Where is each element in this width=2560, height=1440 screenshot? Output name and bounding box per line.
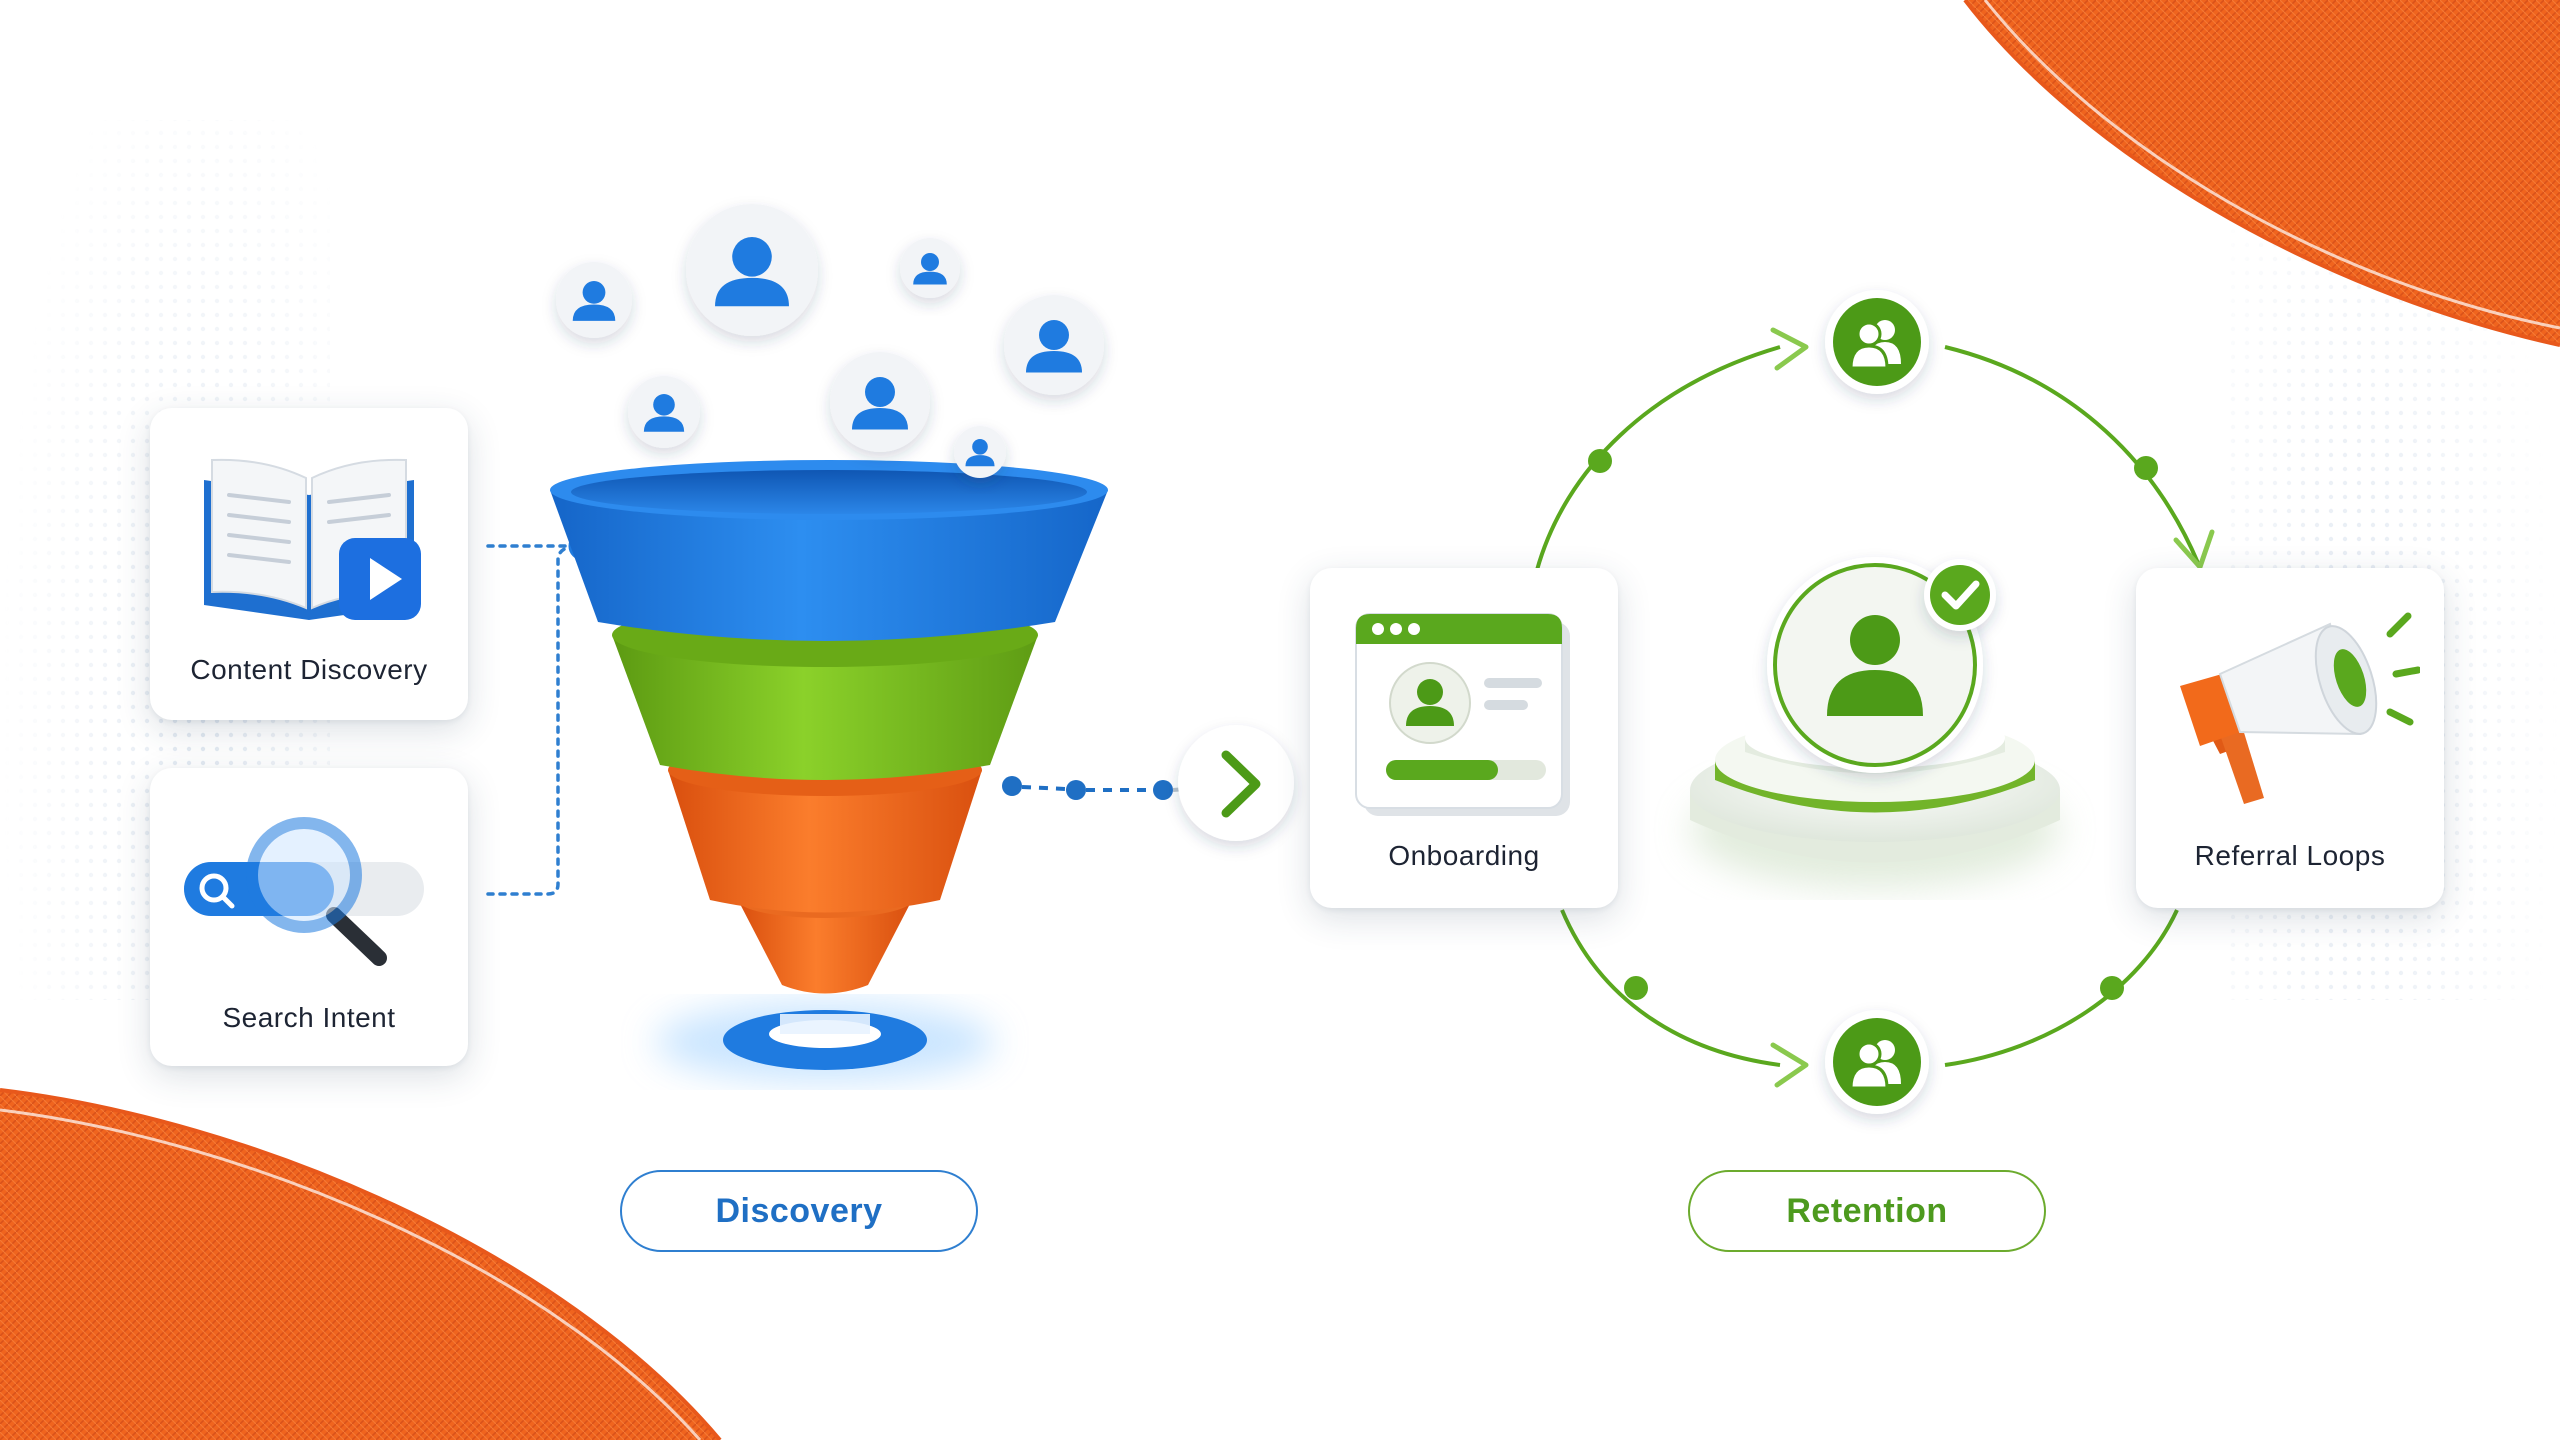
user-icon — [628, 376, 700, 448]
chevron-right-icon — [1221, 750, 1261, 818]
user-avatars — [556, 204, 1104, 478]
loop-arrowheads — [1770, 327, 2215, 1088]
user-group-icon — [1825, 290, 1929, 394]
funnel — [550, 460, 1108, 1082]
onboarding-card[interactable]: Onboarding — [1310, 568, 1618, 908]
user-icon — [1004, 295, 1104, 395]
user-group-icon — [1825, 1010, 1929, 1114]
funnel-stage-green — [612, 635, 1038, 780]
content-discovery-label: Content Discovery — [190, 654, 428, 685]
user-icon — [686, 204, 818, 336]
user-icon — [556, 262, 632, 338]
user-icon — [830, 352, 930, 452]
search-intent-card[interactable]: Search Intent — [150, 768, 468, 1066]
retention-loop — [1535, 345, 2200, 1067]
referral-loops-label: Referral Loops — [2194, 840, 2386, 871]
funnel-stage-orange-tip — [738, 900, 912, 994]
corner-decoration-bottom-left — [0, 1088, 722, 1440]
source-connectors — [486, 544, 577, 896]
search-bar-magnifier-icon — [184, 817, 424, 966]
verified-user-podium — [1690, 557, 2060, 888]
retention-pill: Retention — [1688, 1170, 2046, 1252]
content-discovery-card[interactable]: Content Discovery — [150, 408, 468, 720]
loop-nodes — [1588, 449, 2158, 1000]
funnel-stage-blue — [550, 490, 1108, 641]
user-icon — [900, 238, 960, 298]
discovery-pill: Discovery — [620, 1170, 978, 1252]
arrow-button — [1178, 725, 1294, 841]
user-icon — [954, 426, 1006, 478]
onboarding-label: Onboarding — [1388, 840, 1540, 871]
funnel-stage-orange — [668, 770, 982, 913]
funnel-opening — [571, 470, 1087, 514]
open-book-video-icon — [204, 458, 421, 620]
check-icon — [1941, 580, 1980, 610]
corner-decoration-top-right — [1963, 0, 2560, 347]
browser-profile-icon — [1355, 613, 1570, 816]
flow-arrow — [1002, 725, 1294, 841]
referral-loops-card[interactable]: Referral Loops — [2136, 568, 2444, 908]
megaphone-icon — [2180, 612, 2420, 804]
search-intent-label: Search Intent — [222, 1002, 396, 1033]
